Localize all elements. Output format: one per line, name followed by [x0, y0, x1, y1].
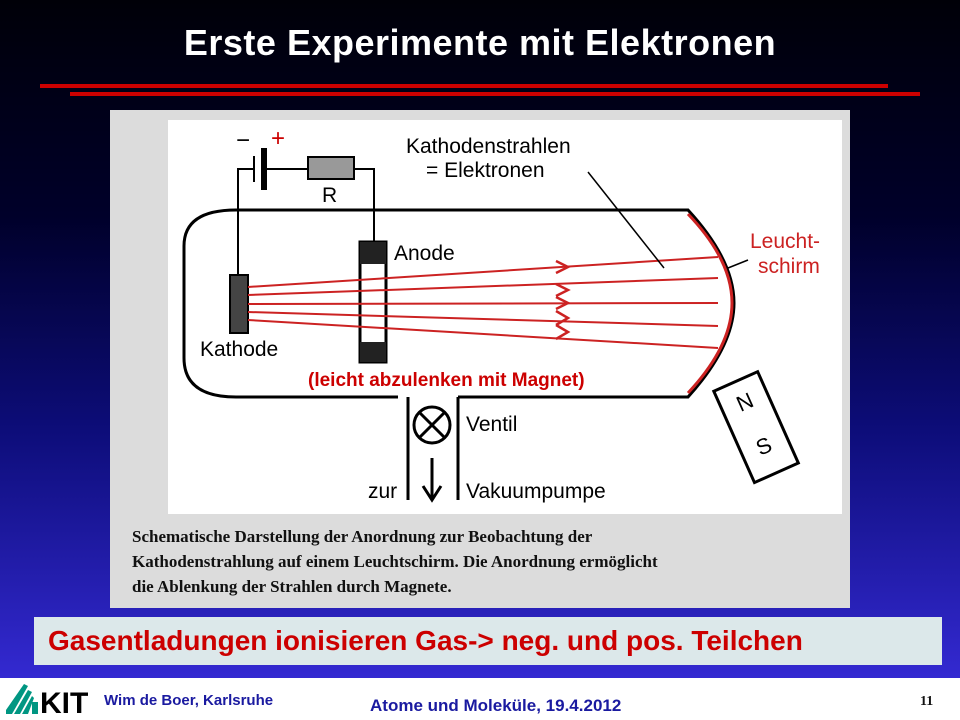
anode-label: Anode: [394, 242, 455, 265]
footer-author: Wim de Boer, Karlsruhe: [104, 692, 274, 709]
caption-line-2: Kathodenstrahlung auf einem Leuchtschirm…: [132, 552, 658, 571]
title-underline-top: [40, 84, 888, 88]
screen-label-line2: schirm: [758, 255, 820, 278]
wire-resistor-anode: [354, 168, 375, 242]
caption-line-1: Schematische Darstellung der Anordnung z…: [132, 527, 593, 546]
slide-footer: KIT Wim de Boer, Karlsruhe Atome und Mol…: [0, 678, 960, 720]
page-number: 11: [920, 694, 934, 709]
figure-caption: Schematische Darstellung der Anordnung z…: [132, 524, 842, 599]
screen-leader-line: [727, 259, 749, 269]
magnet: N S: [711, 369, 801, 485]
rays-leader-line: [587, 171, 665, 269]
rays-label-line1: Kathodenstrahlen: [406, 135, 571, 158]
valve-label: Ventil: [466, 413, 517, 436]
kit-logo: KIT: [6, 684, 88, 718]
cathode-ray-tube-diagram: − + R: [168, 120, 842, 514]
screen-label-line1: Leucht-: [750, 230, 820, 253]
battery-plus-label: +: [271, 125, 285, 152]
wire-cathode: [237, 168, 254, 275]
caption-line-3: die Ablenkung der Strahlen durch Magnete…: [132, 577, 452, 596]
resistor: [307, 156, 355, 180]
slide-title: Erste Experimente mit Elektronen: [183, 22, 777, 63]
resistor-label: R: [322, 184, 337, 207]
cathode-label: Kathode: [200, 338, 278, 361]
footer-lecture: Atome und Moleküle, 19.4.2012: [370, 696, 622, 715]
tube-glass-outline: [182, 208, 736, 399]
to-label: zur: [368, 480, 397, 503]
pump-label: Vakuumpumpe: [466, 480, 606, 503]
summary-banner: Gasentladungen ionisieren Gas-> neg. und…: [34, 617, 942, 665]
cathode: [229, 274, 249, 334]
ray-arrowheads: [555, 259, 571, 341]
summary-text: Gasentladungen ionisieren Gas-> neg. und…: [48, 625, 803, 656]
cathode-rays: [247, 256, 719, 349]
rays-label-line2: = Elektronen: [426, 159, 545, 182]
battery-minus-label: −: [236, 127, 250, 154]
kit-logo-text: KIT: [40, 687, 88, 718]
fluorescent-screen: [686, 212, 734, 395]
title-underline-bottom: [70, 92, 920, 96]
magnet-note: (leicht abzulenken mit Magnet): [308, 370, 585, 391]
